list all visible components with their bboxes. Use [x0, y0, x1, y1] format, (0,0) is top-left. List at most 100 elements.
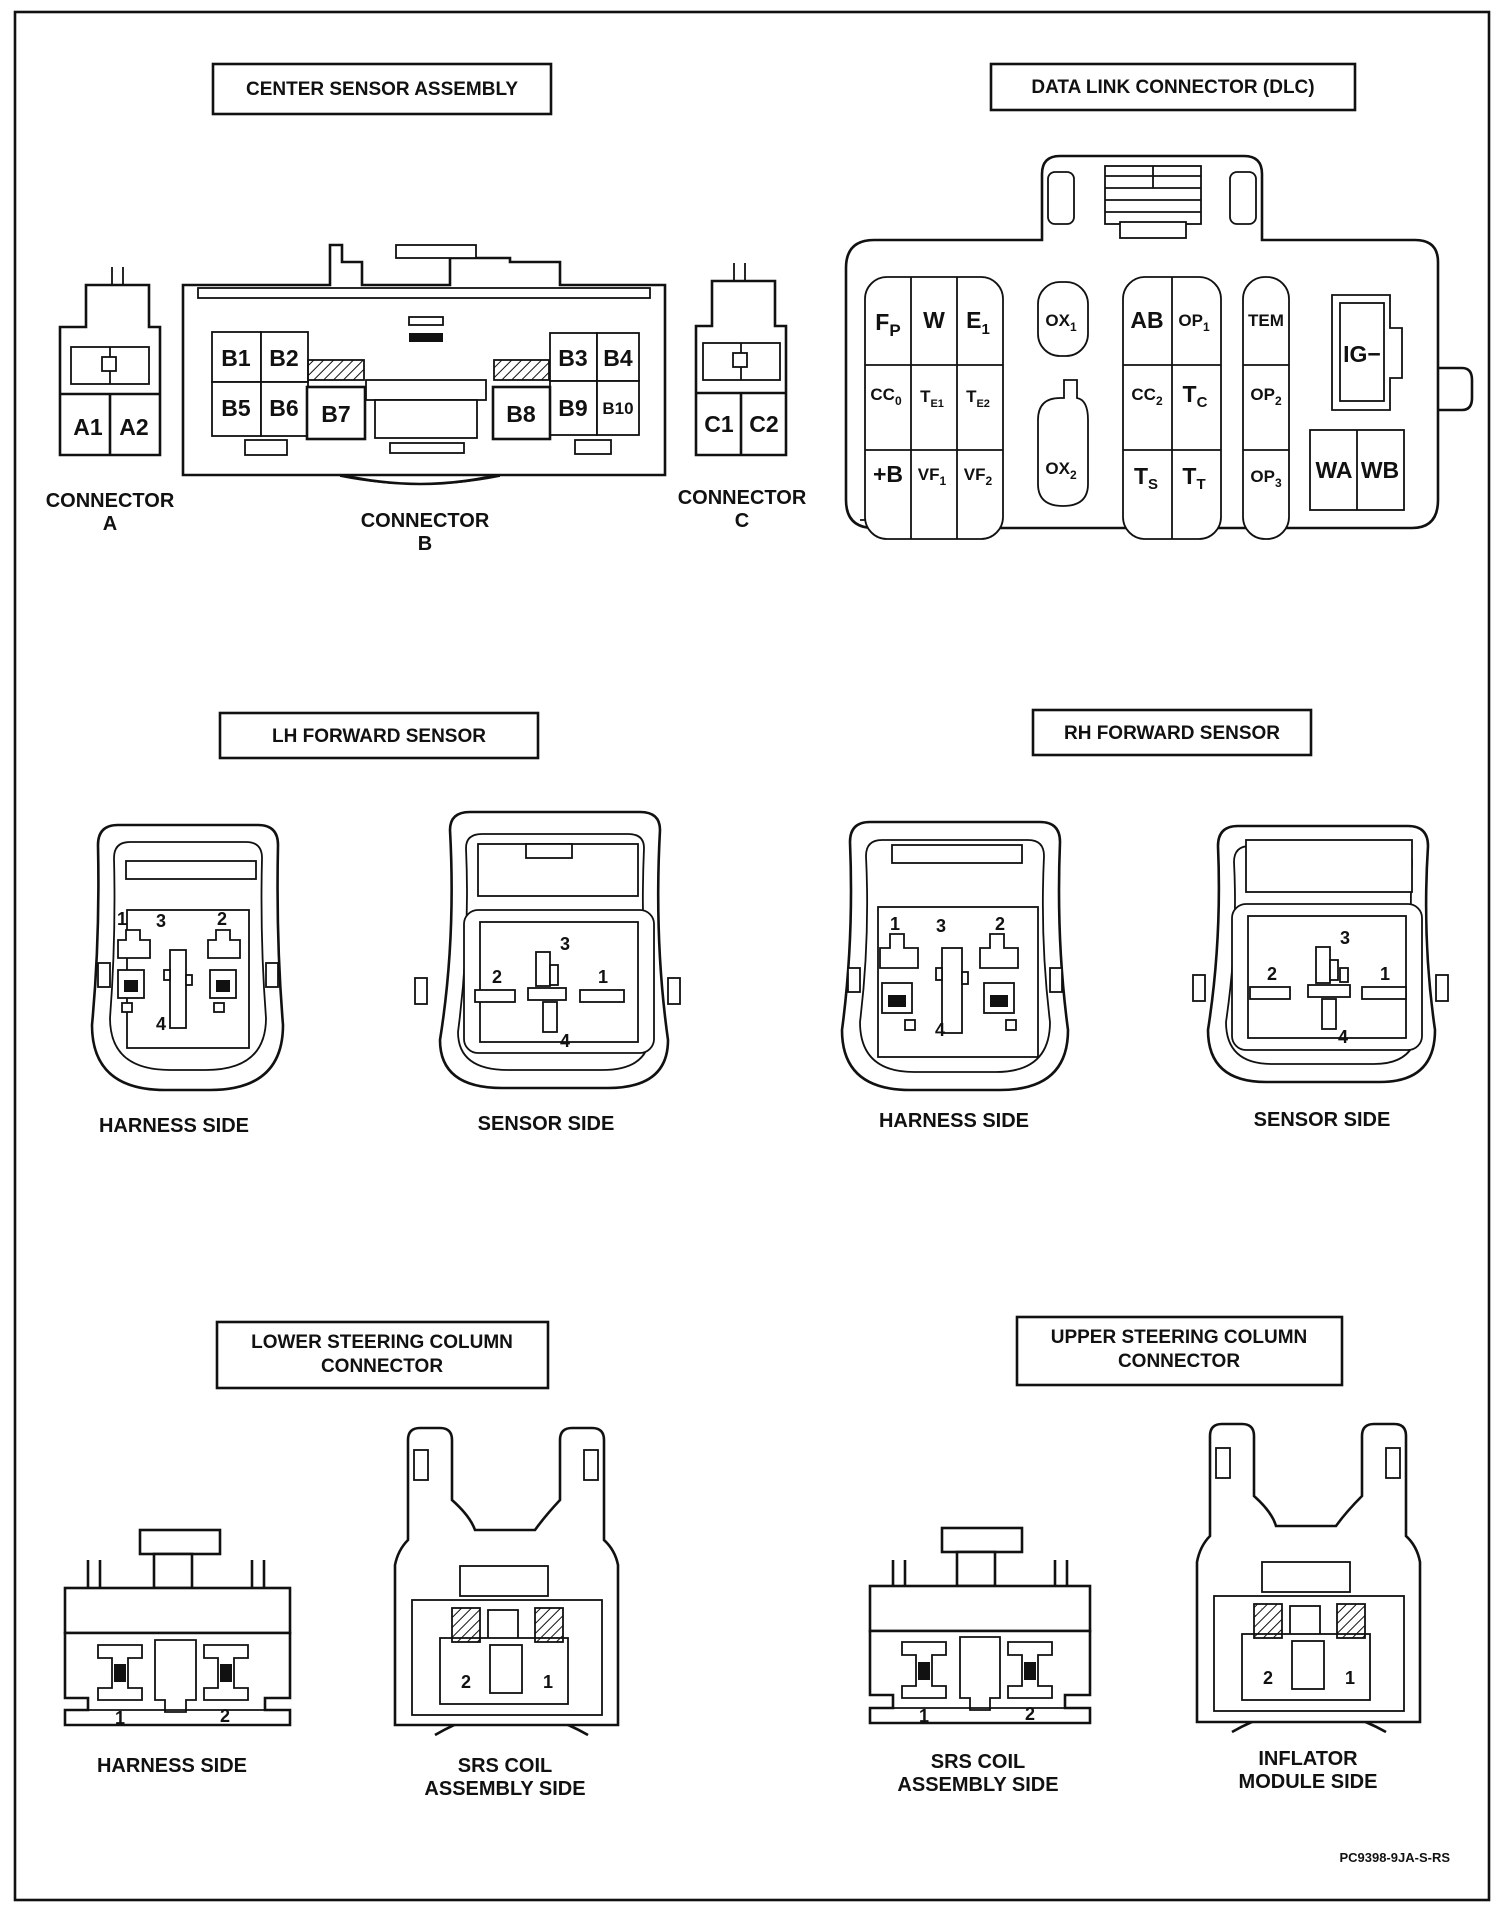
rh-sensor-pin-1: 1: [1380, 964, 1390, 984]
title-lower-steering-column: LOWER STEERING COLUMN CONNECTOR: [215, 1320, 550, 1390]
pin-c2: C2: [749, 411, 778, 437]
dlc-pin-fp: FP: [875, 309, 900, 340]
upper-srs-pin-2: 2: [1025, 1704, 1035, 1724]
rh-sensor-pin-2: 2: [1267, 964, 1277, 984]
lower-srs-coil-connector: 2 1 SRS COIL ASSEMBLY SIDE: [393, 1426, 620, 1800]
lh-harness-pin-2: 2: [217, 909, 227, 929]
lh-sensor-pin-3: 3: [560, 934, 570, 954]
rh-harness-pin-2: 2: [995, 914, 1005, 934]
svg-text:A: A: [103, 513, 117, 535]
pin-b3: B3: [558, 345, 587, 371]
pin-c1: C1: [704, 411, 734, 437]
connector-a: A1 A2 CONNECTOR A: [46, 267, 175, 535]
svg-text:B: B: [418, 533, 432, 555]
title-lh-forward-sensor: LH FORWARD SENSOR: [218, 711, 540, 760]
upper-srs-pin-1: 1: [919, 1706, 929, 1726]
dlc-pin-tem: TEM: [1248, 311, 1284, 330]
lower-harness-pin-2: 2: [220, 1706, 230, 1726]
lh-forward-harness-connector: 1 2 3 4 HARNESS SIDE: [90, 823, 285, 1137]
dlc-pin-ox2: OX2: [1045, 459, 1077, 482]
pin-b7: B7: [321, 401, 350, 427]
lh-sensor-pin-4: 4: [560, 1031, 570, 1051]
connector-c: C1 C2 CONNECTOR C: [678, 263, 807, 532]
inflator-pin-1: 1: [1345, 1668, 1355, 1688]
inflator-pin-2: 2: [1263, 1668, 1273, 1688]
lh-harness-pin-1: 1: [117, 909, 127, 929]
lower-harness-pin-1: 1: [115, 1708, 125, 1728]
pin-b2: B2: [269, 345, 298, 371]
rh-harness-pin-3: 3: [936, 916, 946, 936]
lh-forward-sensor-connector: 2 1 3 4 SENSOR SIDE: [414, 810, 681, 1135]
lower-srs-pin-2: 2: [461, 1672, 471, 1692]
dlc-pin-cc0: CC0: [870, 385, 902, 408]
dlc-pin-wa: WA: [1315, 457, 1352, 483]
dlc-pin-ox1: OX1: [1045, 311, 1077, 334]
title-rh-forward-sensor: RH FORWARD SENSOR: [1031, 708, 1313, 757]
svg-text:ASSEMBLY SIDE: ASSEMBLY SIDE: [424, 1778, 585, 1800]
svg-text:C: C: [735, 510, 749, 532]
pin-a1: A1: [73, 414, 103, 440]
rh-sensor-pin-3: 3: [1340, 928, 1350, 948]
svg-text:CONNECTOR: CONNECTOR: [1118, 1351, 1240, 1372]
pin-a2: A2: [119, 414, 148, 440]
rh-sensor-pin-4: 4: [1338, 1027, 1348, 1047]
rh-harness-side-caption: HARNESS SIDE: [879, 1110, 1029, 1132]
inflator-caption: INFLATOR: [1258, 1748, 1358, 1770]
dlc-pin-ig: IG−: [1343, 341, 1381, 367]
connector-b: B1 B2 B3 B4 B5 B6 B7 B8 B9 B10 CONNECTOR…: [181, 243, 667, 555]
pin-b8: B8: [506, 401, 536, 427]
lower-srs-pin-1: 1: [543, 1672, 553, 1692]
dlc-pin-vf2: VF2: [964, 465, 993, 488]
dlc-pin-plus-b: +B: [873, 461, 903, 487]
connector-c-caption: CONNECTOR: [678, 487, 807, 509]
dlc-pin-te1: TE1: [920, 387, 944, 410]
pin-b5: B5: [221, 395, 251, 421]
dlc-pin-op3: OP3: [1250, 467, 1282, 490]
lower-srs-caption: SRS COIL: [458, 1755, 552, 1777]
svg-text:LOWER STEERING COLUMN: LOWER STEERING COLUMN: [251, 1332, 513, 1353]
lh-sensor-side-caption: SENSOR SIDE: [478, 1113, 615, 1135]
upper-srs-coil-connector: 1 2 SRS COIL ASSEMBLY SIDE: [868, 1526, 1092, 1796]
pin-b9: B9: [558, 395, 587, 421]
svg-text:LH FORWARD SENSOR: LH FORWARD SENSOR: [272, 726, 486, 747]
svg-text:MODULE SIDE: MODULE SIDE: [1239, 1771, 1378, 1793]
page-border: [13, 10, 1491, 1902]
pin-b4: B4: [603, 345, 633, 371]
upper-srs-caption: SRS COIL: [931, 1751, 1025, 1773]
dlc-pin-op2: OP2: [1250, 385, 1282, 408]
svg-text:DATA LINK CONNECTOR (DLC): DATA LINK CONNECTOR (DLC): [1031, 77, 1314, 98]
pin-b6: B6: [269, 395, 298, 421]
title-center-sensor: CENTER SENSOR ASSEMBLY: [211, 62, 553, 116]
data-link-connector: FP W E1 OX1 AB OP1 TEM IG− CC0 TE1 TE2 C…: [844, 154, 1474, 540]
dlc-pin-w: W: [923, 307, 945, 333]
dlc-pin-vf1: VF1: [918, 465, 947, 488]
dlc-pin-cc2: CC2: [1131, 385, 1163, 408]
dlc-pin-ab: AB: [1130, 307, 1163, 333]
svg-text:ASSEMBLY SIDE: ASSEMBLY SIDE: [897, 1774, 1058, 1796]
rh-forward-harness-connector: 1 2 3 4 HARNESS SIDE: [840, 820, 1070, 1132]
lh-sensor-pin-1: 1: [598, 967, 608, 987]
lh-harness-pin-4: 4: [156, 1014, 166, 1034]
connector-a-caption: CONNECTOR: [46, 490, 175, 512]
rh-harness-pin-1: 1: [890, 914, 900, 934]
pin-b10: B10: [602, 399, 633, 418]
dlc-pin-te2: TE2: [966, 387, 990, 410]
rh-harness-pin-4: 4: [935, 1020, 945, 1040]
rh-sensor-side-caption: SENSOR SIDE: [1254, 1109, 1391, 1131]
svg-text:CONNECTOR: CONNECTOR: [321, 1356, 443, 1377]
title-upper-steering-column: UPPER STEERING COLUMN CONNECTOR: [1015, 1315, 1344, 1387]
lower-harness-side-caption: HARNESS SIDE: [97, 1755, 247, 1777]
pin-b1: B1: [221, 345, 251, 371]
lower-harness-connector: 1 2 HARNESS SIDE: [63, 1528, 292, 1777]
lh-harness-pin-3: 3: [156, 911, 166, 931]
dlc-pin-tc: TC: [1183, 381, 1208, 411]
dlc-pin-ts: TS: [1134, 463, 1158, 493]
lh-sensor-pin-2: 2: [492, 967, 502, 987]
title-dlc: DATA LINK CONNECTOR (DLC): [989, 62, 1357, 112]
svg-text:RH FORWARD SENSOR: RH FORWARD SENSOR: [1064, 723, 1280, 744]
connector-b-caption: CONNECTOR: [361, 510, 490, 532]
upper-inflator-connector: 2 1 INFLATOR MODULE SIDE: [1195, 1422, 1422, 1793]
dlc-pin-e1: E1: [966, 307, 990, 338]
